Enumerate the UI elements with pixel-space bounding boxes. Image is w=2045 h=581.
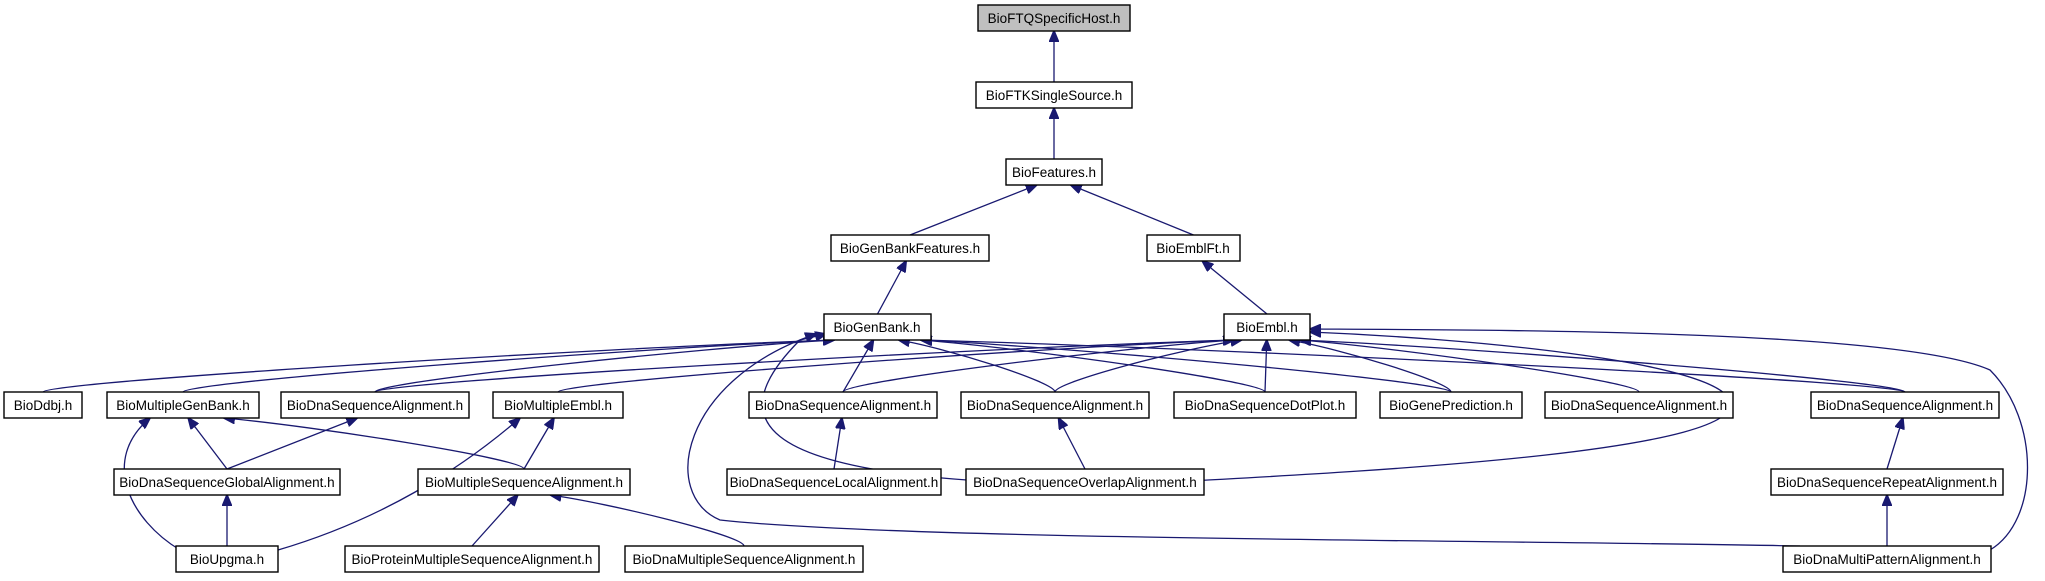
edge-n24-to-n18 bbox=[550, 495, 745, 547]
node-biodnasequencealignment-e[interactable]: BioDnaSequenceAlignment.h bbox=[1810, 391, 2000, 419]
edge-n7-to-n5 bbox=[42, 340, 834, 393]
edge-n13-to-n5 bbox=[921, 340, 1266, 393]
svg-text:BioFTKSingleSource.h: BioFTKSingleSource.h bbox=[986, 88, 1123, 103]
edge-n4-to-n2 bbox=[1071, 185, 1194, 236]
edge-n16-to-n6 bbox=[1300, 340, 1906, 393]
node-biofeatures[interactable]: BioFeatures.h bbox=[1005, 158, 1103, 186]
edge-n8-to-n5 bbox=[182, 340, 834, 393]
edge-n19-to-n11 bbox=[833, 418, 842, 470]
node-biomultiplegenbank[interactable]: BioMultipleGenBank.h bbox=[106, 391, 260, 419]
node-bioupgma[interactable]: BioUpgma.h bbox=[175, 545, 279, 573]
edge-n17-to-n9 bbox=[226, 418, 357, 470]
edge-n23-to-n18 bbox=[471, 495, 518, 547]
node-biogenbank[interactable]: BioGenBank.h bbox=[823, 313, 932, 341]
node-bioftksinglesource[interactable]: BioFTKSingleSource.h bbox=[975, 81, 1133, 109]
svg-text:BioDnaSequenceRepeatAlignment.: BioDnaSequenceRepeatAlignment.h bbox=[1777, 475, 1997, 490]
svg-text:BioGenBank.h: BioGenBank.h bbox=[833, 320, 920, 335]
node-bioddbj[interactable]: BioDdbj.h bbox=[3, 391, 83, 419]
svg-text:BioDnaSequenceLocalAlignment.h: BioDnaSequenceLocalAlignment.h bbox=[730, 475, 939, 490]
node-biodnamultipatternalignment[interactable]: BioDnaMultiPatternAlignment.h bbox=[1782, 545, 1992, 573]
svg-text:BioFeatures.h: BioFeatures.h bbox=[1012, 165, 1096, 180]
svg-text:BioDnaSequenceOverlapAlignment: BioDnaSequenceOverlapAlignment.h bbox=[973, 475, 1197, 490]
edge-n25-to-n6 bbox=[1310, 329, 2029, 551]
node-biodnasequencealignment-c[interactable]: BioDnaSequenceAlignment.h bbox=[960, 391, 1150, 419]
svg-text:BioDdbj.h: BioDdbj.h bbox=[14, 398, 73, 413]
svg-text:BioDnaSequenceDotPlot.h: BioDnaSequenceDotPlot.h bbox=[1185, 398, 1346, 413]
svg-text:BioDnaSequenceAlignment.h: BioDnaSequenceAlignment.h bbox=[967, 398, 1143, 413]
svg-text:BioDnaMultipleSequenceAlignmen: BioDnaMultipleSequenceAlignment.h bbox=[633, 552, 856, 567]
edge-n9-to-n5 bbox=[374, 340, 834, 393]
svg-text:BioMultipleSequenceAlignment.h: BioMultipleSequenceAlignment.h bbox=[425, 475, 623, 490]
svg-text:BioDnaSequenceAlignment.h: BioDnaSequenceAlignment.h bbox=[1817, 398, 1993, 413]
svg-text:BioEmbl.h: BioEmbl.h bbox=[1236, 320, 1298, 335]
svg-text:BioGenBankFeatures.h: BioGenBankFeatures.h bbox=[840, 241, 980, 256]
svg-text:BioMultipleEmbl.h: BioMultipleEmbl.h bbox=[504, 398, 612, 413]
edge-n11-to-n5 bbox=[842, 340, 873, 393]
edge-n20-to-n12 bbox=[1059, 418, 1086, 470]
svg-text:BioProteinMultipleSequenceAlig: BioProteinMultipleSequenceAlignment.h bbox=[352, 552, 593, 567]
svg-text:BioDnaMultiPatternAlignment.h: BioDnaMultiPatternAlignment.h bbox=[1793, 552, 1981, 567]
node-biodnamultiplesequencealignment[interactable]: BioDnaMultipleSequenceAlignment.h bbox=[624, 545, 864, 573]
edge-n18-to-n8 bbox=[224, 418, 525, 470]
node-biodnasequencealignment-d[interactable]: BioDnaSequenceAlignment.h bbox=[1544, 391, 1734, 419]
node-biodnasequencelocalalignment[interactable]: BioDnaSequenceLocalAlignment.h bbox=[726, 468, 942, 496]
edge-n14-to-n6 bbox=[1289, 340, 1452, 393]
node-biomultipleembl[interactable]: BioMultipleEmbl.h bbox=[492, 391, 624, 419]
node-biomultiplesequencealignment[interactable]: BioMultipleSequenceAlignment.h bbox=[417, 468, 631, 496]
node-biogeneprediction[interactable]: BioGenePrediction.h bbox=[1379, 391, 1523, 419]
svg-text:BioDnaSequenceAlignment.h: BioDnaSequenceAlignment.h bbox=[287, 398, 463, 413]
edge-n15-to-n6 bbox=[1300, 340, 1640, 393]
svg-text:BioGenePrediction.h: BioGenePrediction.h bbox=[1389, 398, 1513, 413]
node-biodnasequenceglobalalignment[interactable]: BioDnaSequenceGlobalAlignment.h bbox=[113, 468, 341, 496]
edge-n9-to-n6 bbox=[374, 340, 1234, 393]
node-layer: BioFTQSpecificHost.h BioFTKSingleSource.… bbox=[3, 4, 2004, 573]
node-biodnasequencealignment-a[interactable]: BioDnaSequenceAlignment.h bbox=[280, 391, 470, 419]
svg-text:BioUpgma.h: BioUpgma.h bbox=[190, 552, 264, 567]
edge-n22-to-n10 bbox=[277, 418, 520, 551]
edge-n12-to-n6 bbox=[1054, 340, 1242, 393]
svg-text:BioEmblFt.h: BioEmblFt.h bbox=[1156, 241, 1230, 256]
edge-n21-to-n16 bbox=[1886, 418, 1903, 470]
node-bioembl[interactable]: BioEmbl.h bbox=[1223, 313, 1311, 341]
edge-n3-to-n2 bbox=[909, 185, 1037, 236]
edge-n25-to-n5 bbox=[687, 334, 1801, 547]
edge-n13-to-n6 bbox=[1265, 340, 1267, 393]
svg-text:BioFTQSpecificHost.h: BioFTQSpecificHost.h bbox=[988, 11, 1121, 26]
svg-text:BioDnaSequenceGlobalAlignment.: BioDnaSequenceGlobalAlignment.h bbox=[119, 475, 334, 490]
node-bioemblft[interactable]: BioEmblFt.h bbox=[1146, 234, 1241, 262]
edge-n14-to-n5 bbox=[921, 340, 1452, 393]
edge-n5-to-n3 bbox=[876, 261, 907, 315]
edge-n6-to-n4 bbox=[1202, 261, 1268, 315]
node-biodnasequencerepeatalignment[interactable]: BioDnaSequenceRepeatAlignment.h bbox=[1770, 468, 2004, 496]
svg-text:BioDnaSequenceAlignment.h: BioDnaSequenceAlignment.h bbox=[1551, 398, 1727, 413]
edge-n18-to-n10 bbox=[523, 418, 554, 470]
node-biogenbankfeatures[interactable]: BioGenBankFeatures.h bbox=[830, 234, 990, 262]
edge-n10-to-n6 bbox=[557, 340, 1234, 393]
svg-text:BioDnaSequenceAlignment.h: BioDnaSequenceAlignment.h bbox=[755, 398, 931, 413]
node-bioftqspecifichost[interactable]: BioFTQSpecificHost.h bbox=[977, 4, 1131, 32]
edge-n16-to-n5 bbox=[921, 340, 1906, 393]
edge-n17-to-n8 bbox=[188, 418, 228, 470]
node-bioproteinmultiplesequencealignment[interactable]: BioProteinMultipleSequenceAlignment.h bbox=[344, 545, 600, 573]
node-biodnasequenceoverlapalignment[interactable]: BioDnaSequenceOverlapAlignment.h bbox=[965, 468, 1205, 496]
node-biodnasequencealignment-b[interactable]: BioDnaSequenceAlignment.h bbox=[748, 391, 938, 419]
svg-text:BioMultipleGenBank.h: BioMultipleGenBank.h bbox=[116, 398, 250, 413]
edge-n11-to-n6 bbox=[842, 340, 1234, 393]
node-biodnasequencedotplot[interactable]: BioDnaSequenceDotPlot.h bbox=[1173, 391, 1357, 419]
